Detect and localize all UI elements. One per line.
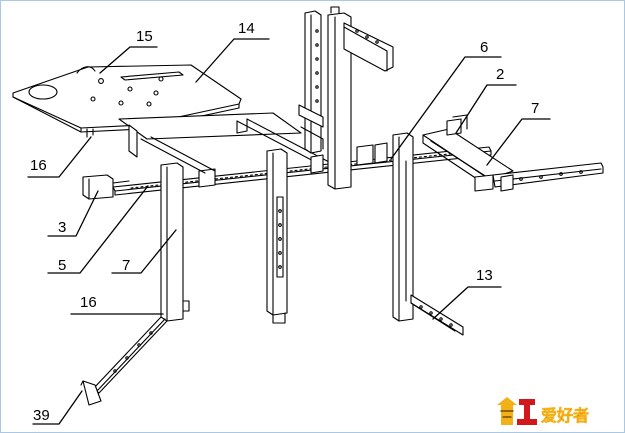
leader-lines — [27, 38, 551, 425]
label-16-bottom: 16 — [80, 294, 97, 311]
left-post — [80, 162, 190, 406]
reference-numerals: 15 14 6 2 7 16 3 5 7 13 16 39 — [30, 20, 539, 424]
label-16-top: 16 — [30, 157, 47, 174]
watermark-logo: 爱好者 — [497, 397, 589, 425]
label-5: 5 — [58, 257, 66, 274]
label-7-left: 7 — [122, 257, 130, 274]
label-3: 3 — [58, 219, 66, 236]
label-6: 6 — [480, 39, 488, 56]
clamp — [82, 174, 130, 200]
right-arm — [422, 114, 604, 192]
middle-post — [266, 148, 288, 324]
label-7-right: 7 — [531, 100, 539, 117]
label-14: 14 — [238, 20, 255, 37]
tall-post-assembly — [298, 6, 394, 190]
rail-blocks — [310, 142, 388, 174]
label-13: 13 — [476, 267, 493, 284]
label-39: 39 — [33, 407, 50, 424]
watermark-text: 爱好者 — [541, 406, 589, 425]
support-frame — [118, 112, 332, 188]
label-2: 2 — [496, 66, 504, 83]
label-15: 15 — [136, 28, 153, 45]
